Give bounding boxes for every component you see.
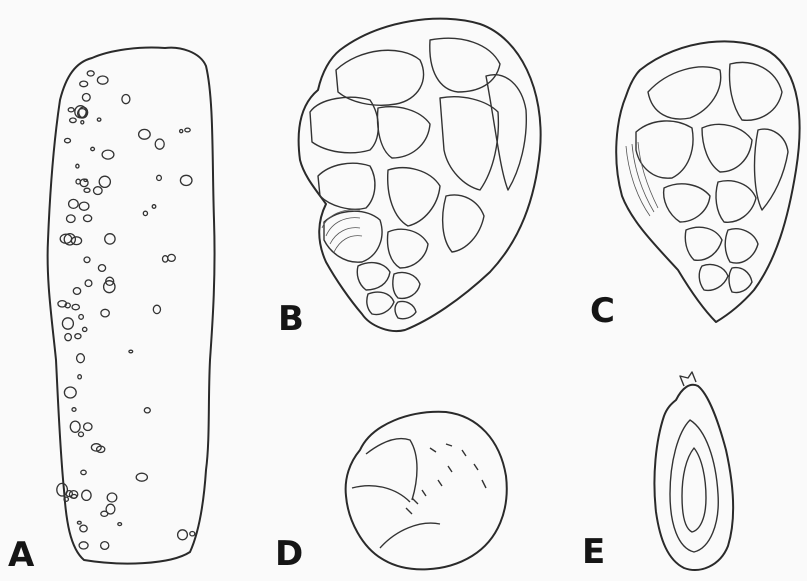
pore-mark	[80, 81, 88, 87]
pore-mark	[73, 288, 80, 295]
pore-mark	[190, 532, 195, 536]
pore-mark	[84, 179, 87, 181]
pore-mark	[82, 94, 90, 102]
pore-mark	[180, 130, 183, 133]
pore-mark	[81, 470, 86, 474]
pore-mark	[178, 530, 188, 540]
pore-mark	[65, 334, 72, 341]
pore-mark	[107, 493, 117, 502]
pore-mark	[94, 187, 103, 195]
pore-mark	[70, 421, 80, 432]
pore-mark	[78, 375, 82, 379]
pore-mark	[101, 511, 108, 516]
pore-mark	[79, 432, 84, 437]
pore-mark	[77, 521, 81, 524]
pore-mark	[84, 257, 90, 263]
pore-mark	[152, 205, 156, 209]
pore-mark	[105, 234, 115, 244]
panel-label-a: A	[8, 538, 34, 572]
pore-mark	[101, 542, 109, 550]
panel-label-b: B	[278, 302, 304, 336]
pore-mark	[185, 128, 190, 132]
pore-mark	[153, 305, 160, 313]
pore-mark	[80, 525, 87, 532]
pore-mark	[144, 408, 150, 413]
pore-mark	[75, 334, 81, 339]
pore-mark	[97, 76, 108, 84]
pore-mark	[139, 129, 151, 139]
pore-mark	[84, 423, 92, 431]
pore-mark	[163, 256, 168, 262]
pore-mark	[82, 490, 91, 500]
pore-mark	[72, 408, 76, 412]
pore-mark	[83, 327, 87, 331]
panel-label-d: D	[275, 537, 303, 571]
pore-mark	[129, 350, 133, 353]
pore-mark	[118, 523, 122, 526]
specimen-c-drawing	[616, 41, 799, 322]
pore-mark	[143, 211, 147, 215]
pore-mark	[180, 175, 192, 185]
pore-mark	[67, 215, 76, 223]
pore-mark	[79, 315, 84, 320]
pore-mark	[68, 108, 74, 112]
pore-mark	[155, 139, 164, 149]
pore-mark	[62, 318, 73, 329]
pore-mark	[97, 118, 101, 121]
specimen-b-drawing	[299, 19, 541, 331]
pore-mark	[76, 164, 79, 168]
pore-mark	[91, 147, 95, 150]
pore-mark	[99, 176, 110, 187]
pore-mark	[98, 265, 105, 272]
pore-mark	[84, 188, 90, 192]
pore-mark	[84, 215, 92, 222]
pore-mark	[79, 202, 89, 210]
pore-mark	[72, 495, 77, 499]
pore-mark	[70, 118, 77, 123]
pore-mark	[69, 199, 79, 208]
specimen-e-drawing	[654, 372, 733, 570]
specimen-a-drawing	[48, 47, 215, 563]
pore-mark	[168, 254, 176, 261]
pore-mark	[64, 387, 76, 398]
pore-mark	[102, 150, 114, 159]
panel-label-e: E	[582, 535, 605, 569]
pore-mark	[81, 121, 84, 124]
panel-label-c: C	[590, 294, 615, 328]
pore-mark	[157, 175, 162, 180]
pore-mark	[77, 354, 85, 363]
pore-mark	[122, 95, 130, 104]
pore-mark	[136, 473, 147, 481]
pore-mark	[57, 483, 68, 496]
specimen-d-drawing	[346, 412, 507, 570]
pore-mark	[65, 138, 71, 142]
pore-mark	[101, 309, 109, 317]
pore-mark	[87, 71, 94, 76]
pore-mark	[79, 542, 88, 549]
pore-mark	[85, 280, 92, 287]
pore-mark	[72, 304, 79, 309]
